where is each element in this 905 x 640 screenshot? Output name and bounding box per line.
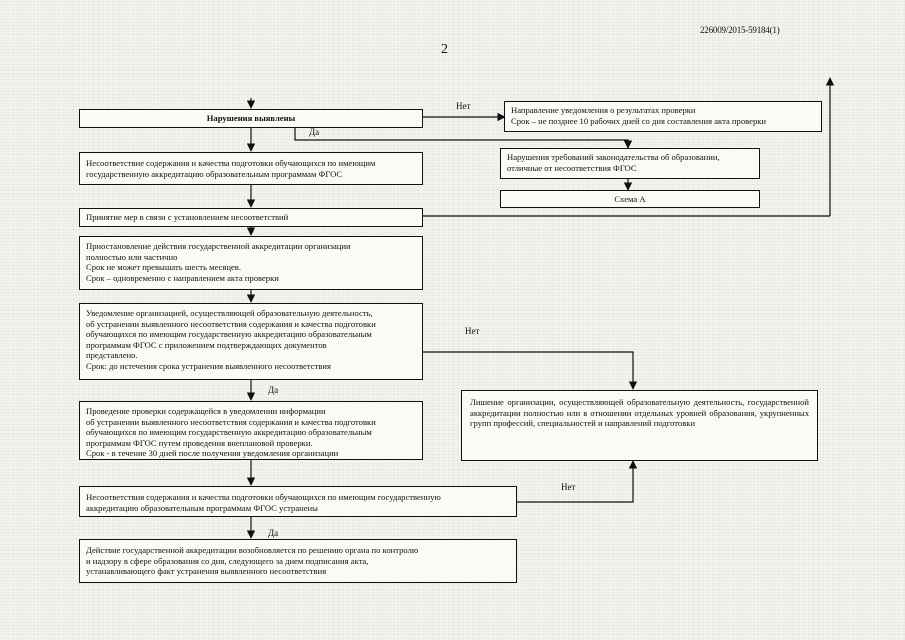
node-deprivation: Лишение организации, осуществляющей обра…: [461, 390, 818, 461]
node-other-violations: Нарушения требований законодательства об…: [500, 148, 760, 179]
connector-branch-other: [294, 127, 633, 149]
page-number: 2: [441, 42, 448, 57]
node-org-notice: Уведомление организацией, осуществляющей…: [79, 303, 423, 380]
connector-no-3: [517, 460, 638, 503]
label-no-1: Нет: [456, 101, 471, 111]
node-suspension: Приостановление действия государственной…: [79, 236, 423, 290]
node-notice-result: Направление уведомления о результатах пр…: [504, 101, 822, 132]
node-mismatch-fgos: Несоответствие содержания и качества под…: [79, 152, 423, 185]
node-measures: Принятие мер в связи с установлением нес…: [79, 208, 423, 227]
node-inspection: Проведение проверки содержащейся в уведо…: [79, 401, 423, 460]
label-yes-1: Да: [309, 127, 320, 137]
label-yes-3: Да: [268, 528, 279, 538]
document-id: 226009/2015-59184(1): [700, 25, 780, 35]
label-no-2: Нет: [465, 326, 480, 336]
node-mismatch-fixed: Несоответствия содержания и качества под…: [79, 486, 517, 517]
connector-no-2: [423, 351, 638, 390]
label-no-3: Нет: [561, 482, 576, 492]
label-yes-2: Да: [268, 385, 279, 395]
node-scheme-a: Схема А: [500, 190, 760, 208]
node-resumed: Действие государственной аккредитации во…: [79, 539, 517, 583]
node-violations-found: Нарушения выявлены: [79, 109, 423, 128]
